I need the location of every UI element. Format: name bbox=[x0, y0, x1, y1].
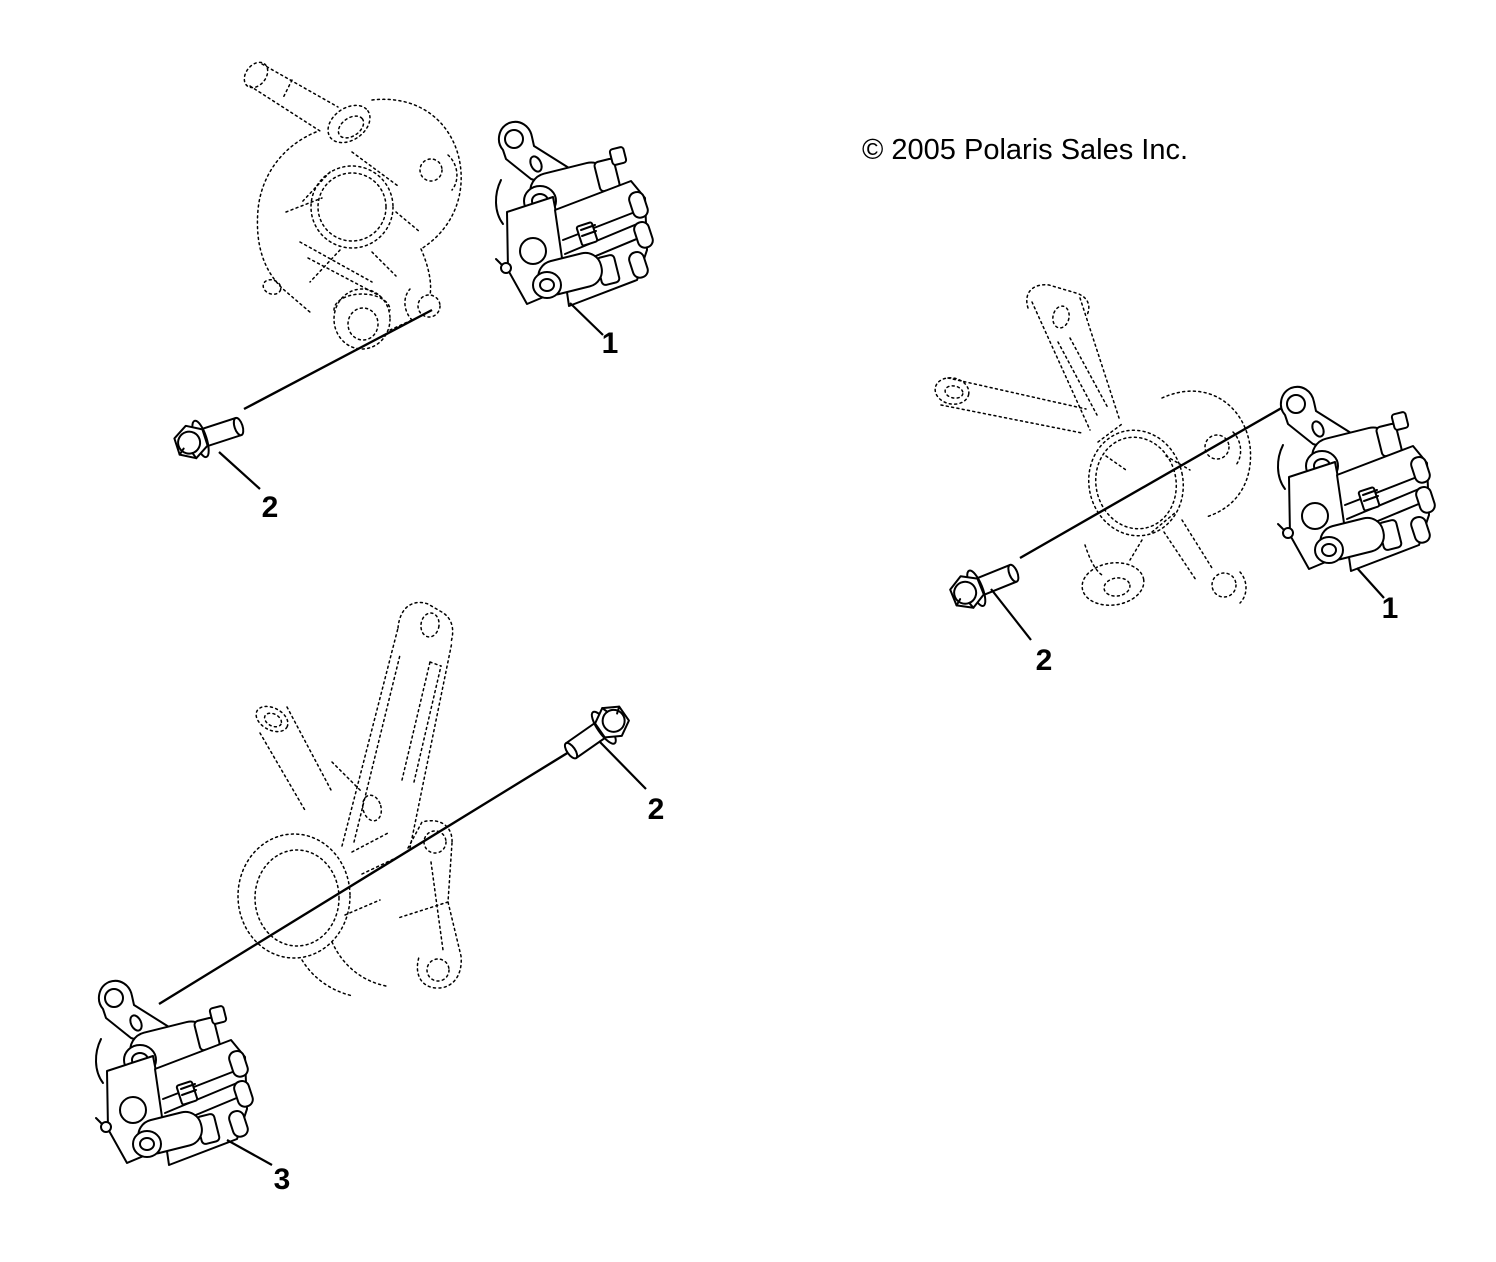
callout-caliper-top-left: 1 bbox=[602, 327, 619, 360]
steering-knuckle-top-left bbox=[243, 61, 462, 350]
callout-bolt-top-left: 2 bbox=[262, 491, 279, 524]
assembly-axis-line-bottom-left bbox=[158, 750, 570, 1006]
steering-knuckle-right bbox=[934, 284, 1252, 606]
steering-knuckle-bottom-left bbox=[237, 601, 462, 997]
brake-caliper-bottom-left bbox=[94, 979, 256, 1166]
assembly-right: 1 2 bbox=[934, 284, 1438, 677]
assembly-bottom-left: 2 3 bbox=[94, 601, 665, 1196]
leader-line-caliper-bottom-left bbox=[226, 1139, 273, 1166]
mounting-bolt-top-left bbox=[170, 406, 250, 466]
assembly-top-left: 1 2 bbox=[170, 61, 656, 524]
copyright-text: © 2005 Polaris Sales Inc. bbox=[862, 134, 1188, 166]
callout-bolt-right: 2 bbox=[1036, 644, 1053, 677]
leader-line-bolt-bottom-left bbox=[598, 740, 647, 790]
brake-caliper-top-left bbox=[494, 120, 656, 307]
mounting-bolt-bottom-left bbox=[555, 697, 636, 770]
leader-line-caliper-top-left bbox=[569, 302, 604, 336]
leader-line-bolt-right bbox=[990, 588, 1032, 641]
leader-line-bolt-top-left bbox=[218, 451, 261, 490]
callout-bolt-bottom-left: 2 bbox=[648, 793, 665, 826]
mounting-bolt-right bbox=[945, 553, 1026, 617]
leader-line-caliper-right bbox=[1356, 567, 1385, 599]
callout-caliper-bottom-left: 3 bbox=[274, 1163, 291, 1196]
assembly-axis-line-right bbox=[1019, 400, 1293, 560]
brake-caliper-right bbox=[1276, 385, 1438, 572]
assembly-axis-line-top-left bbox=[243, 308, 433, 411]
callout-caliper-right: 1 bbox=[1382, 592, 1399, 625]
